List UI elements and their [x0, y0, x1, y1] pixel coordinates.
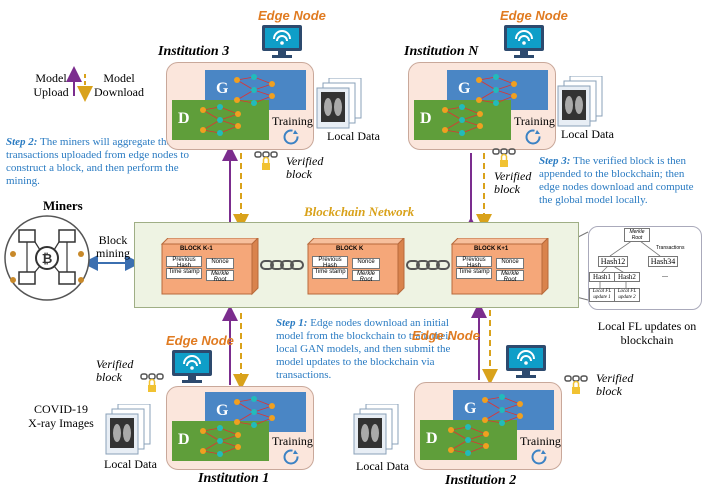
legend-upload-label: Model Upload	[33, 71, 69, 99]
neural-net-icon	[200, 425, 241, 457]
generator-label: G	[458, 80, 471, 97]
step1-text: Step 1: Edge nodes download an initial m…	[276, 317, 452, 381]
miners-icon: ₿	[4, 215, 90, 301]
refresh-icon	[531, 449, 547, 465]
time-stamp-field: Time stamp	[312, 268, 348, 279]
discriminator-label: D	[178, 431, 190, 448]
local-data-label: Local Data	[104, 457, 157, 471]
nonce-field: Nonce	[352, 258, 380, 269]
chain-link-icon	[406, 260, 450, 270]
hash12-node: Hash12	[598, 256, 628, 267]
fl-update-1-node: Local FL update 1	[589, 288, 615, 302]
covid-xray-label: COVID-19 X-ray Images	[28, 402, 94, 430]
merkle-root-field: Merkle Root	[496, 270, 524, 283]
institution-3-label: Institution 3	[158, 44, 230, 59]
neural-net-icon	[448, 424, 489, 456]
hash1-node: Hash1	[589, 272, 615, 282]
block-k-minus-1: BLOCK K-1 Previous Hash Nonce Time stamp…	[160, 238, 260, 298]
xray-stack-icon	[353, 404, 399, 455]
neural-net-icon	[476, 74, 517, 106]
merkle-caption: Local FL updates on blockchain	[597, 319, 697, 347]
svg-text:₿: ₿	[42, 251, 53, 266]
neural-net-icon	[482, 394, 523, 426]
block-title: BLOCK K+1	[474, 246, 509, 252]
edge-node-label: Edge Node	[166, 333, 234, 348]
chain-lock-icon	[140, 373, 164, 392]
block-k: BLOCK K Previous Hash Nonce Time stamp M…	[306, 238, 406, 298]
edge-node-label: Edge Node	[412, 328, 480, 343]
transactions-label: Transactions	[656, 245, 685, 251]
prev-hash-field: Previous Hash	[166, 256, 202, 269]
chain-link-icon	[260, 260, 304, 270]
chain-lock-icon	[492, 148, 516, 167]
block-k-plus-1: BLOCK K+1 Previous Hash Nonce Time stamp…	[450, 238, 550, 298]
fl-update-2-node: Local FL update 2	[614, 288, 640, 302]
generator-label: G	[216, 80, 229, 97]
ellipsis-node: ...	[662, 270, 668, 279]
prev-hash-field: Previous Hash	[312, 256, 348, 269]
edge-node-label: Edge Node	[500, 8, 568, 23]
institution-n-label: Institution N	[404, 44, 479, 59]
verified-block-label: Verified block	[494, 169, 532, 196]
time-stamp-field: Time stamp	[166, 268, 202, 279]
discriminator-label: D	[420, 110, 432, 127]
neural-net-icon	[200, 104, 241, 136]
verified-block-label: Verified block	[96, 357, 134, 384]
hash34-node: Hash34	[648, 256, 678, 267]
edge-node-monitor-icon	[170, 349, 214, 383]
chain-lock-icon	[254, 151, 278, 170]
neural-net-icon	[234, 74, 275, 106]
edge-node-label: Edge Node	[258, 8, 326, 23]
nonce-field: Nonce	[206, 258, 234, 269]
edge-node-monitor-icon	[502, 24, 546, 58]
merkle-root-field: Merkle Root	[352, 270, 380, 283]
discriminator-label: D	[178, 110, 190, 127]
neural-net-icon	[442, 104, 483, 136]
edge-node-monitor-icon	[260, 24, 304, 58]
chain-lock-icon	[564, 375, 588, 394]
verified-block-label: Verified block	[286, 154, 324, 181]
local-data-label: Local Data	[327, 129, 380, 143]
xray-stack-icon	[316, 78, 362, 129]
neural-net-icon	[234, 396, 275, 428]
xray-stack-icon	[105, 404, 151, 455]
legend-download-label: Model Download	[94, 71, 144, 99]
block-title: BLOCK K	[336, 246, 364, 252]
institution-2-label: Institution 2	[445, 473, 517, 488]
refresh-icon	[283, 449, 299, 465]
miners-label: Miners	[43, 198, 83, 213]
block-title: BLOCK K-1	[180, 246, 213, 252]
generator-label: G	[216, 402, 229, 419]
step2-text: Step 2: The miners will aggregate the tr…	[6, 136, 189, 187]
verified-block-label: Verified block	[596, 371, 634, 398]
training-label: Training	[272, 434, 313, 448]
merkle-root-field: Merkle Root	[206, 270, 234, 283]
nonce-field: Nonce	[496, 258, 524, 269]
local-data-label: Local Data	[561, 127, 614, 141]
merkle-root-node: Merkle Root	[624, 228, 650, 242]
refresh-icon	[525, 129, 541, 145]
hash2-node: Hash2	[614, 272, 640, 282]
step3-text: Step 3: The verified block is then appen…	[539, 155, 694, 206]
institution-1-label: Institution 1	[198, 471, 270, 486]
time-stamp-field: Time stamp	[456, 268, 492, 279]
refresh-icon	[283, 129, 299, 145]
training-label: Training	[520, 434, 561, 448]
edge-node-monitor-icon	[504, 344, 548, 378]
block-mining-label: Block mining	[96, 233, 131, 260]
xray-stack-icon	[557, 76, 603, 127]
training-label: Training	[514, 114, 555, 128]
generator-label: G	[464, 400, 477, 417]
training-label: Training	[272, 114, 313, 128]
blockchain-network-label: Blockchain Network	[304, 204, 415, 219]
discriminator-label: D	[426, 430, 438, 447]
prev-hash-field: Previous Hash	[456, 256, 492, 269]
local-data-label: Local Data	[356, 459, 409, 473]
